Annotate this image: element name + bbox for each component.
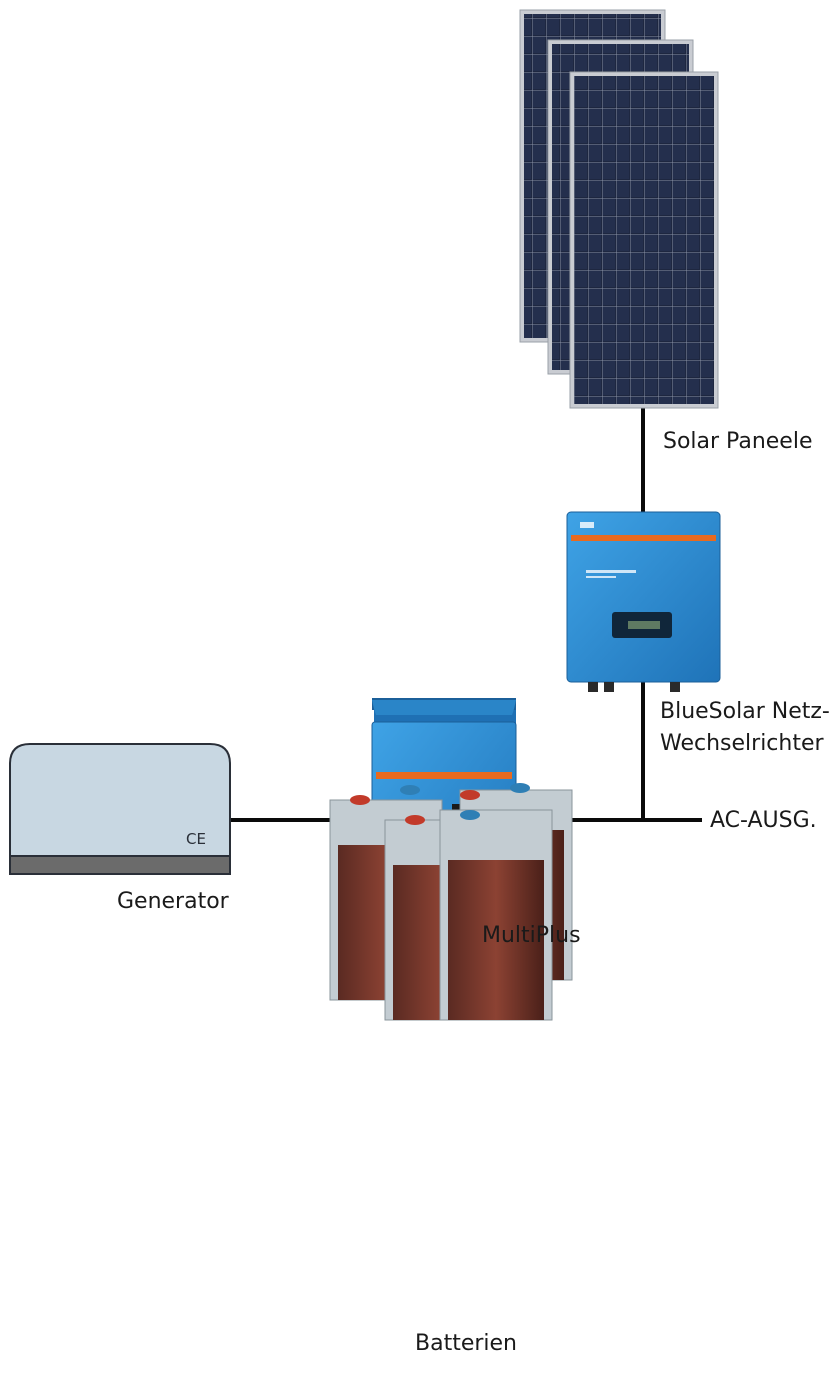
label-multiplus: MultiPlus xyxy=(482,923,581,948)
label-inverter-line1: BlueSolar Netz- xyxy=(660,699,830,724)
solar-panel-icon xyxy=(519,9,719,409)
label-solar-panels: Solar Paneele xyxy=(663,429,813,454)
label-inverter-line2: Wechselrichter xyxy=(660,731,824,756)
grid-inverter-icon xyxy=(566,511,721,692)
label-batteries: Batterien xyxy=(415,1331,517,1356)
label-ac-out: AC-AUSG. xyxy=(710,808,817,833)
ce-mark: CE xyxy=(186,830,206,848)
generator-icon: CE xyxy=(9,743,231,875)
battery-bank-icon xyxy=(329,783,573,1021)
label-generator: Generator xyxy=(117,889,229,914)
